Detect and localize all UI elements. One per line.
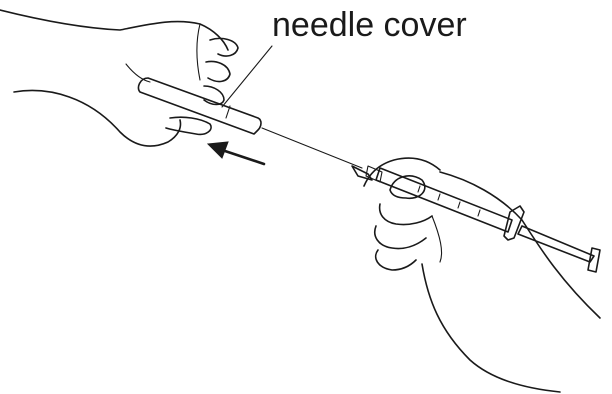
- right-hand: [364, 158, 600, 392]
- arrow-left-icon: [208, 142, 264, 164]
- left-hand: [0, 10, 238, 146]
- needle: [262, 128, 362, 168]
- syringe: [352, 166, 600, 272]
- needle-cover-label: needle cover: [272, 6, 467, 44]
- needle-cover: [138, 78, 261, 134]
